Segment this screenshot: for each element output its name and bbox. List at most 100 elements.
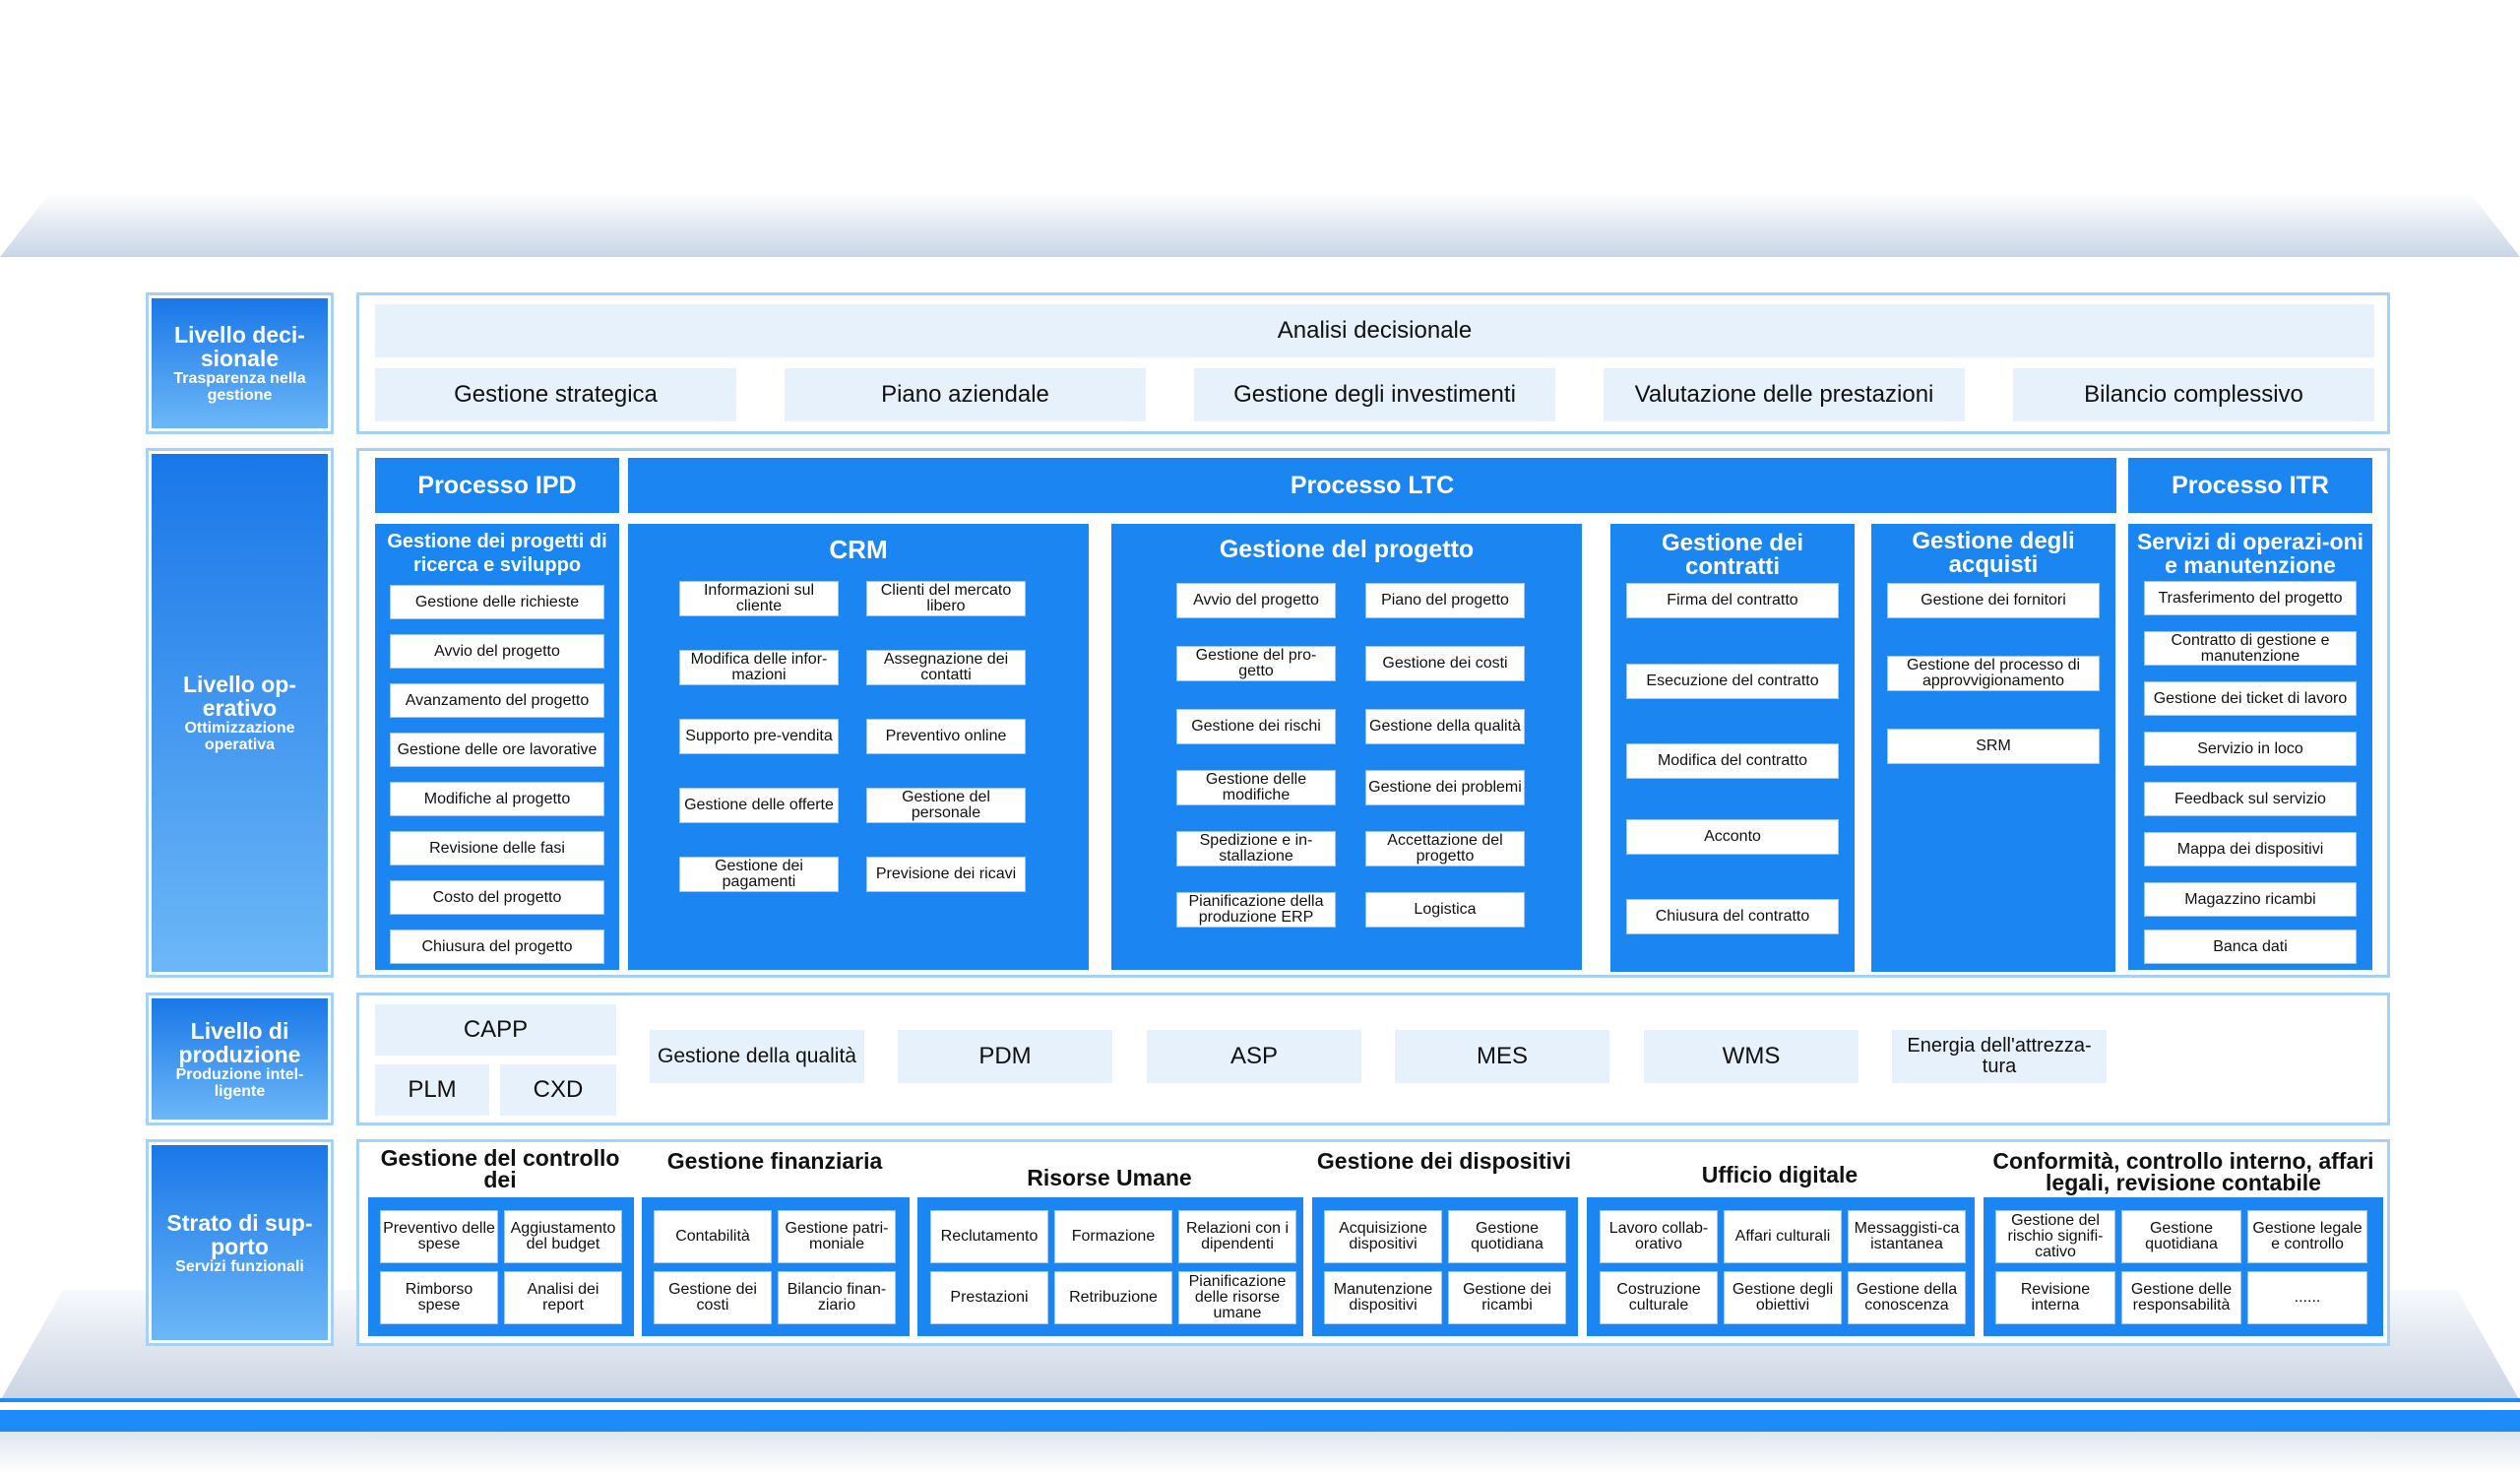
project-item: Gestione del pro-getto [1176, 646, 1336, 681]
contracts-column: Gestione dei contratti Firma del contrat… [1610, 524, 1855, 972]
support-item: Aggiustamento del budget [504, 1210, 622, 1263]
crm-item: Gestione delle offerte [679, 788, 839, 823]
support-item: Bilancio finan-ziario [778, 1271, 896, 1324]
production-item: PLM [375, 1064, 489, 1116]
operative-layer-subtitle: Ottimizzazione operativa [184, 720, 295, 753]
ipd-item: Costo del progetto [390, 880, 604, 915]
decision-item: Valutazione delle prestazioni [1604, 368, 1965, 421]
ipd-item: Revisione delle fasi [390, 831, 604, 865]
roof [0, 192, 2520, 257]
purchases-item: Gestione dei fornitori [1887, 583, 2100, 618]
support-item: Affari culturali [1724, 1210, 1842, 1263]
support-item: Retribuzione [1054, 1271, 1172, 1324]
crm-item: Gestione del personale [866, 788, 1026, 823]
project-item: Gestione della qualità [1365, 709, 1525, 744]
support-item: Gestione della conoscenza [1848, 1271, 1966, 1324]
crm-item: Modifica delle infor-mazioni [679, 650, 839, 685]
support-item: Preventivo delle spese [380, 1210, 498, 1263]
support-item: Contabilità [654, 1210, 772, 1263]
operative-layer-title: Livello op-erativo [183, 672, 296, 721]
purchases-item: SRM [1887, 729, 2100, 764]
support-item: Pianificazione delle risorse umane [1178, 1271, 1296, 1324]
crm-item: Gestione dei pagamenti [679, 857, 839, 892]
operative-layer-label: Livello op-erativo Ottimizzazione operat… [152, 454, 328, 972]
contracts-column-title: Gestione dei contratti [1661, 530, 1804, 580]
project-item: Pianificazione della produzione ERP [1176, 892, 1336, 928]
support-item: Analisi dei report [504, 1271, 622, 1324]
ipd-item: Gestione delle richieste [390, 585, 604, 619]
ipd-column-title: Gestione dei progetti di ricerca e svilu… [387, 531, 607, 576]
ipd-column: Gestione dei progetti di ricerca e svilu… [375, 524, 619, 970]
project-item: Avvio del progetto [1176, 583, 1336, 618]
support-item: Gestione quotidiana [1448, 1210, 1566, 1263]
production-item: Gestione della qualità [650, 1030, 864, 1083]
project-item: Gestione delle modifiche [1176, 770, 1336, 805]
project-item: Gestione dei costi [1365, 646, 1525, 681]
decision-item: Piano aziendale [785, 368, 1146, 421]
support-item: Gestione delle responsabilità [2121, 1271, 2241, 1324]
support-layer-subtitle: Servizi funzionali [175, 1257, 304, 1275]
contracts-item: Firma del contratto [1626, 583, 1839, 618]
purchases-item: Gestione del processo di approvvigioname… [1887, 656, 2100, 691]
project-item: Spedizione e in-stallazione [1176, 831, 1336, 866]
support-item: Prestazioni [930, 1271, 1048, 1324]
support-layer-label: Strato di sup-porto Servizi funzionali [152, 1145, 328, 1340]
decision-item: Bilancio complessivo [2013, 368, 2374, 421]
support-item: Costruzione culturale [1600, 1271, 1718, 1324]
process-ltc-header: Processo LTC [628, 458, 2116, 513]
crm-item: Clienti del mercato libero [866, 581, 1026, 616]
itr-item: Mappa dei dispositivi [2144, 832, 2357, 866]
base-shadow [0, 1432, 2520, 1474]
support-item: Rimborso spese [380, 1271, 498, 1324]
support-group-title: Risorse Umane [1027, 1165, 1192, 1190]
itr-item: Gestione dei ticket di lavoro [2144, 681, 2357, 716]
support-group: Gestione del rischio signifi-cativo Gest… [1984, 1197, 2383, 1336]
project-item: Gestione dei problemi [1365, 770, 1525, 805]
production-item: WMS [1644, 1030, 1858, 1083]
support-item: ...... [2247, 1271, 2367, 1324]
ipd-item: Gestione delle ore lavorative [390, 733, 604, 767]
decision-layer-subtitle: Trasparenza nella gestione [173, 370, 306, 404]
itr-item: Trasferimento del progetto [2144, 581, 2357, 615]
ipd-item: Chiusura del progetto [390, 929, 604, 964]
support-item: Revisione interna [1995, 1271, 2115, 1324]
support-group: Preventivo delle spese Aggiustamento del… [368, 1197, 634, 1336]
itr-item: Banca dati [2144, 929, 2357, 964]
support-group: Acquisizione dispositivi Gestione quotid… [1312, 1197, 1578, 1336]
production-layer-title: Livello di produzione [178, 1017, 301, 1067]
production-layer-label: Livello di produzione Produzione intel-l… [152, 998, 328, 1120]
support-item: Gestione degli obiettivi [1724, 1271, 1842, 1324]
support-item: Gestione patri-moniale [778, 1210, 896, 1263]
contracts-item: Modifica del contratto [1626, 743, 1839, 779]
project-item: Logistica [1365, 892, 1525, 928]
support-item: Gestione dei ricambi [1448, 1271, 1566, 1324]
crm-item: Assegnazione dei contatti [866, 650, 1026, 685]
project-item: Accettazione del progetto [1365, 831, 1525, 866]
support-item: Formazione [1054, 1210, 1172, 1263]
crm-column: CRM Informazioni sul cliente Clienti del… [628, 524, 1089, 970]
contracts-item: Esecuzione del contratto [1626, 664, 1839, 699]
crm-item: Previsione dei ricavi [866, 857, 1026, 892]
process-itr-header: Processo ITR [2128, 458, 2372, 513]
production-item: CXD [500, 1064, 616, 1116]
itr-column: Servizi di operazi-oni e manutenzione Tr… [2128, 524, 2372, 970]
project-column: Gestione del progetto Avvio del progetto… [1111, 524, 1582, 970]
support-group-title: Gestione finanziaria [666, 1148, 883, 1174]
ipd-item: Modifiche al progetto [390, 782, 604, 816]
support-item: Gestione dei costi [654, 1271, 772, 1324]
ipd-item: Avvio del progetto [390, 634, 604, 669]
process-ipd-header: Processo IPD [375, 458, 619, 513]
purchases-column: Gestione degli acquisti Gestione dei for… [1871, 524, 2115, 972]
support-group-title: Gestione del controllo dei [380, 1145, 620, 1192]
production-item: Energia dell'attrezza-tura [1892, 1030, 2107, 1083]
support-item: Messaggisti-ca istantanea [1848, 1210, 1966, 1263]
itr-column-title: Servizi di operazi-oni e manutenzione [2136, 529, 2364, 578]
production-item: ASP [1147, 1030, 1361, 1083]
production-item: PDM [898, 1030, 1112, 1083]
production-item: CAPP [375, 1004, 616, 1056]
support-group-title: Gestione dei dispositivi [1316, 1148, 1572, 1174]
support-item: Relazioni con i dipendenti [1178, 1210, 1296, 1263]
support-item: Acquisizione dispositivi [1324, 1210, 1442, 1263]
support-group: Contabilità Gestione patri-moniale Gesti… [642, 1197, 910, 1336]
support-group: Reclutamento Formazione Relazioni con i … [917, 1197, 1303, 1336]
